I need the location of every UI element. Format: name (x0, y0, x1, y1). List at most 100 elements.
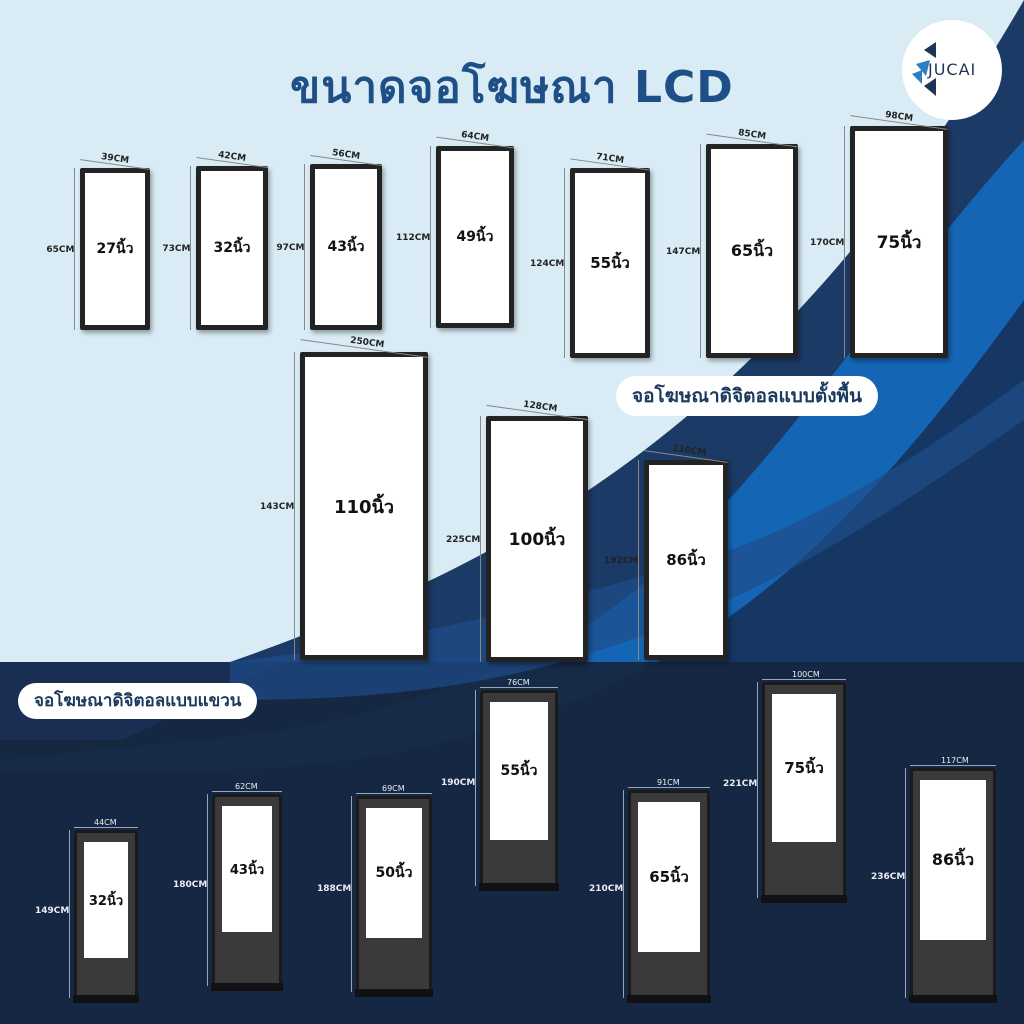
height-guide-line (304, 164, 305, 330)
kiosk-width-label: 100CM (792, 670, 820, 679)
screen-height-label: 170CM (810, 238, 845, 248)
height-guide-line (638, 460, 639, 660)
kiosk-width-label: 76CM (507, 678, 530, 687)
logo-badge (902, 20, 1002, 120)
height-guide-line (430, 146, 431, 328)
kiosk-4: 55นิ้ว (479, 690, 559, 891)
kiosk-display: 75นิ้ว (772, 694, 836, 842)
height-guide-line (700, 144, 701, 358)
kiosk-width-label: 62CM (235, 782, 258, 791)
screen-size-label: 75นิ้ว (876, 232, 922, 253)
wall-screen-10: 86นิ้ว (644, 460, 728, 660)
wall-screen-2: 32นิ้ว (196, 166, 268, 330)
kiosk-height-label: 210CM (589, 883, 624, 894)
kiosk-height-guide-line (623, 790, 624, 998)
kiosk-size-label: 65นิ้ว (649, 868, 689, 886)
kiosk-display: 55นิ้ว (490, 702, 548, 840)
kiosk-base (73, 995, 139, 1003)
wall-screen-5: 55นิ้ว (570, 168, 650, 358)
kiosk-1: 32นิ้ว (73, 830, 139, 1003)
kiosk-base (909, 995, 997, 1003)
kiosk-width-guide-line (212, 791, 282, 792)
kiosk-height-label: 190CM (441, 778, 476, 789)
kiosk-size-label: 43นิ้ว (229, 862, 265, 878)
kiosk-size-label: 50นิ้ว (375, 865, 413, 881)
kiosk-width-label: 69CM (382, 784, 405, 793)
kiosk-base (479, 883, 559, 891)
screen-size-label: 65นิ้ว (730, 240, 774, 260)
kiosk-height-guide-line (757, 682, 758, 898)
kiosk-width-label: 91CM (657, 778, 680, 787)
wall-screen-3: 43นิ้ว (310, 164, 382, 330)
kiosk-height-label: 149CM (35, 905, 70, 916)
screen-size-label: 100นิ้ว (508, 529, 566, 550)
kiosk-display: 65นิ้ว (638, 802, 700, 952)
screen-size-label: 27นิ้ว (96, 241, 134, 257)
screen-size-label: 55นิ้ว (590, 254, 630, 272)
screen-height-label: 97CM (276, 243, 305, 253)
screen-height-label: 112CM (396, 233, 431, 243)
kiosk-display: 43นิ้ว (222, 806, 272, 932)
kiosk-height-guide-line (475, 690, 476, 886)
screen-height-label: 225CM (446, 535, 481, 545)
kiosk-width-guide-line (910, 765, 996, 766)
kiosk-width-guide-line (762, 679, 846, 680)
kiosk-display: 86นิ้ว (920, 780, 986, 940)
kiosk-3: 50นิ้ว (355, 796, 433, 997)
screen-size-label: 110นิ้ว (334, 496, 394, 518)
height-guide-line (294, 352, 295, 660)
kiosk-width-guide-line (480, 687, 558, 688)
wall-screen-6: 65นิ้ว (706, 144, 798, 358)
wall-screen-1: 27นิ้ว (80, 168, 150, 330)
jucai-logo-icon (912, 42, 936, 96)
height-guide-line (480, 416, 481, 662)
kiosk-height-guide-line (351, 796, 352, 992)
screen-size-label: 49นิ้ว (456, 229, 494, 245)
screen-height-label: 124CM (530, 259, 565, 269)
kiosk-6: 75นิ้ว (761, 682, 847, 903)
kiosk-7: 86นิ้ว (909, 768, 997, 1003)
section-label-hanging: จอโฆษณาดิจิตอลแบบแขวน (18, 683, 258, 719)
kiosk-display: 50นิ้ว (366, 808, 422, 938)
kiosk-height-guide-line (905, 768, 906, 998)
kiosk-width-guide-line (628, 787, 710, 788)
kiosk-display: 32นิ้ว (84, 842, 128, 958)
kiosk-5: 65นิ้ว (627, 790, 711, 1003)
kiosk-base (211, 983, 283, 991)
kiosk-height-label: 180CM (173, 880, 208, 891)
kiosk-height-label: 221CM (723, 779, 758, 790)
kiosk-width-guide-line (74, 827, 138, 828)
kiosk-size-label: 86นิ้ว (931, 849, 975, 869)
wall-screen-4: 49นิ้ว (436, 146, 514, 328)
logo-text: JUCAI (928, 60, 977, 79)
screen-height-label: 65CM (46, 245, 75, 255)
screen-height-label: 73CM (162, 244, 191, 254)
kiosk-height-guide-line (207, 794, 208, 986)
height-guide-line (844, 126, 845, 358)
kiosk-height-label: 188CM (317, 884, 352, 895)
kiosk-size-label: 75นิ้ว (784, 759, 824, 777)
kiosk-width-label: 44CM (94, 818, 117, 827)
screen-height-label: 192CM (604, 556, 639, 566)
height-guide-line (564, 168, 565, 358)
wall-screen-9: 100นิ้ว (486, 416, 588, 662)
screen-size-label: 43นิ้ว (327, 239, 365, 255)
kiosk-width-guide-line (356, 793, 432, 794)
height-guide-line (74, 168, 75, 330)
kiosk-base (627, 995, 711, 1003)
page-title: ขนาดจอโฆษณา LCD (290, 62, 734, 113)
screen-height-label: 147CM (666, 247, 701, 257)
kiosk-size-label: 55นิ้ว (500, 763, 538, 779)
kiosk-width-label: 117CM (941, 756, 969, 765)
kiosk-size-label: 32นิ้ว (88, 893, 124, 909)
kiosk-height-guide-line (69, 830, 70, 998)
kiosk-height-label: 236CM (871, 871, 906, 882)
screen-size-label: 32นิ้ว (213, 240, 251, 256)
kiosk-base (355, 989, 433, 997)
kiosk-2: 43นิ้ว (211, 794, 283, 991)
wall-screen-7: 75นิ้ว (850, 126, 948, 358)
kiosk-base (761, 895, 847, 903)
section-label-floor-standing: จอโฆษณาดิจิตอลแบบตั้งพื้น (616, 376, 879, 416)
height-guide-line (190, 166, 191, 330)
wall-screen-8: 110นิ้ว (300, 352, 428, 660)
